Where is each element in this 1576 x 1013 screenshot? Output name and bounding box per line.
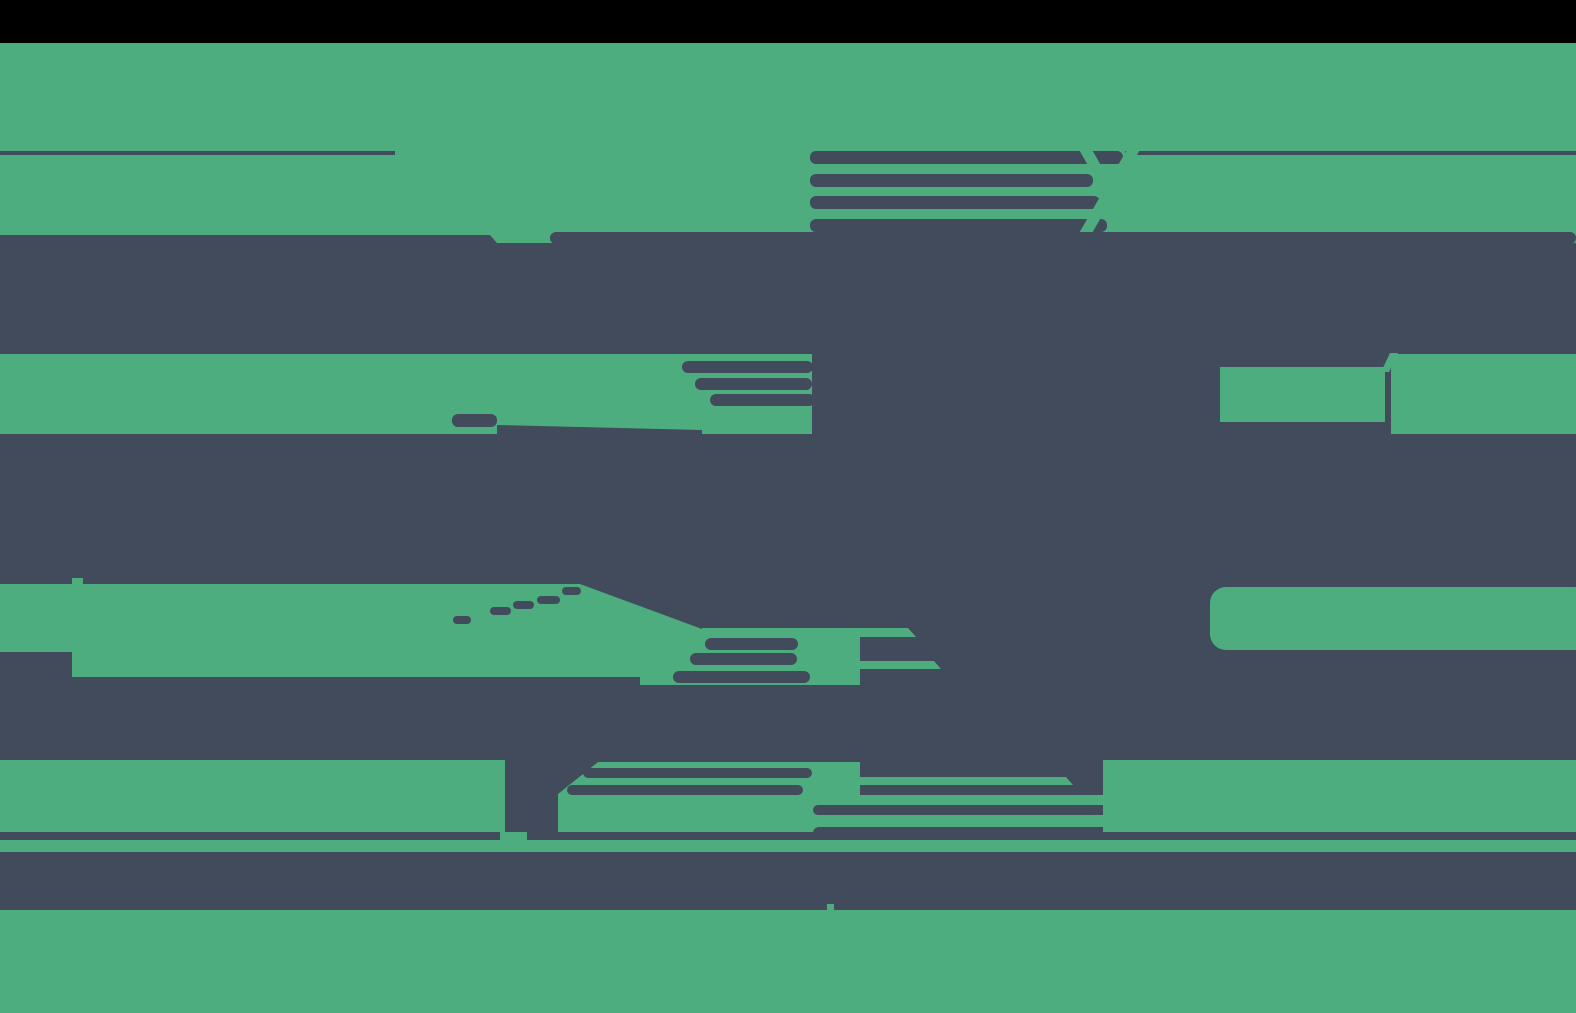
band3-corner-notch <box>0 652 72 677</box>
band2-top-lip <box>0 235 497 243</box>
band1-x-slash-b <box>1078 148 1141 235</box>
band4-pill-3 <box>813 805 1095 815</box>
band4-row-1 <box>860 777 1073 785</box>
band2-pill-1 <box>682 361 813 373</box>
band2-wedge <box>497 425 702 434</box>
band1-thin-line-right <box>1125 151 1576 155</box>
band3-dash-2 <box>490 607 511 615</box>
band2-green <box>0 354 812 434</box>
band3-pill-1 <box>705 638 798 650</box>
mid-right-block-a <box>1220 367 1385 422</box>
band1-green <box>0 43 1576 243</box>
band4-pill-2 <box>567 785 803 795</box>
band4-pill-1 <box>583 768 812 778</box>
band3-speedline-2 <box>797 661 941 669</box>
band5-green <box>0 910 1576 1013</box>
band3-dash-4 <box>537 596 560 604</box>
top-strip <box>0 0 1576 43</box>
band4-strip <box>0 840 1576 852</box>
band1-thin-line-left <box>0 151 395 155</box>
band4-line-right <box>527 832 1576 840</box>
band3-dash-5 <box>562 587 581 595</box>
band3-dash-3 <box>513 601 534 609</box>
mid-right-block-b <box>1391 354 1576 434</box>
band4-tick <box>827 904 834 911</box>
band1-bottom-pill <box>550 232 1576 244</box>
band1-pill-2 <box>810 174 1093 187</box>
band3-right-block <box>1210 587 1576 650</box>
band3-speedline-1 <box>702 628 916 637</box>
band1-pill-3 <box>810 196 1100 209</box>
band3-dash-1 <box>453 616 471 624</box>
band4-row-3 <box>860 815 1103 827</box>
band2-small-pill <box>452 414 497 427</box>
band4-line-left <box>0 832 500 840</box>
band2-pill-3 <box>710 394 815 406</box>
band3-main <box>0 584 702 677</box>
band1-pill-1 <box>810 151 1123 164</box>
band4-right-block <box>1103 760 1576 832</box>
band2-pill-2 <box>695 378 812 390</box>
band3-pill-3 <box>673 671 810 683</box>
band4-line-gap <box>505 832 527 840</box>
band3-pill-2 <box>690 653 797 665</box>
band3-vbar <box>72 578 83 673</box>
band4-row-2 <box>860 795 1103 805</box>
band1-pill-4 <box>810 219 1107 232</box>
